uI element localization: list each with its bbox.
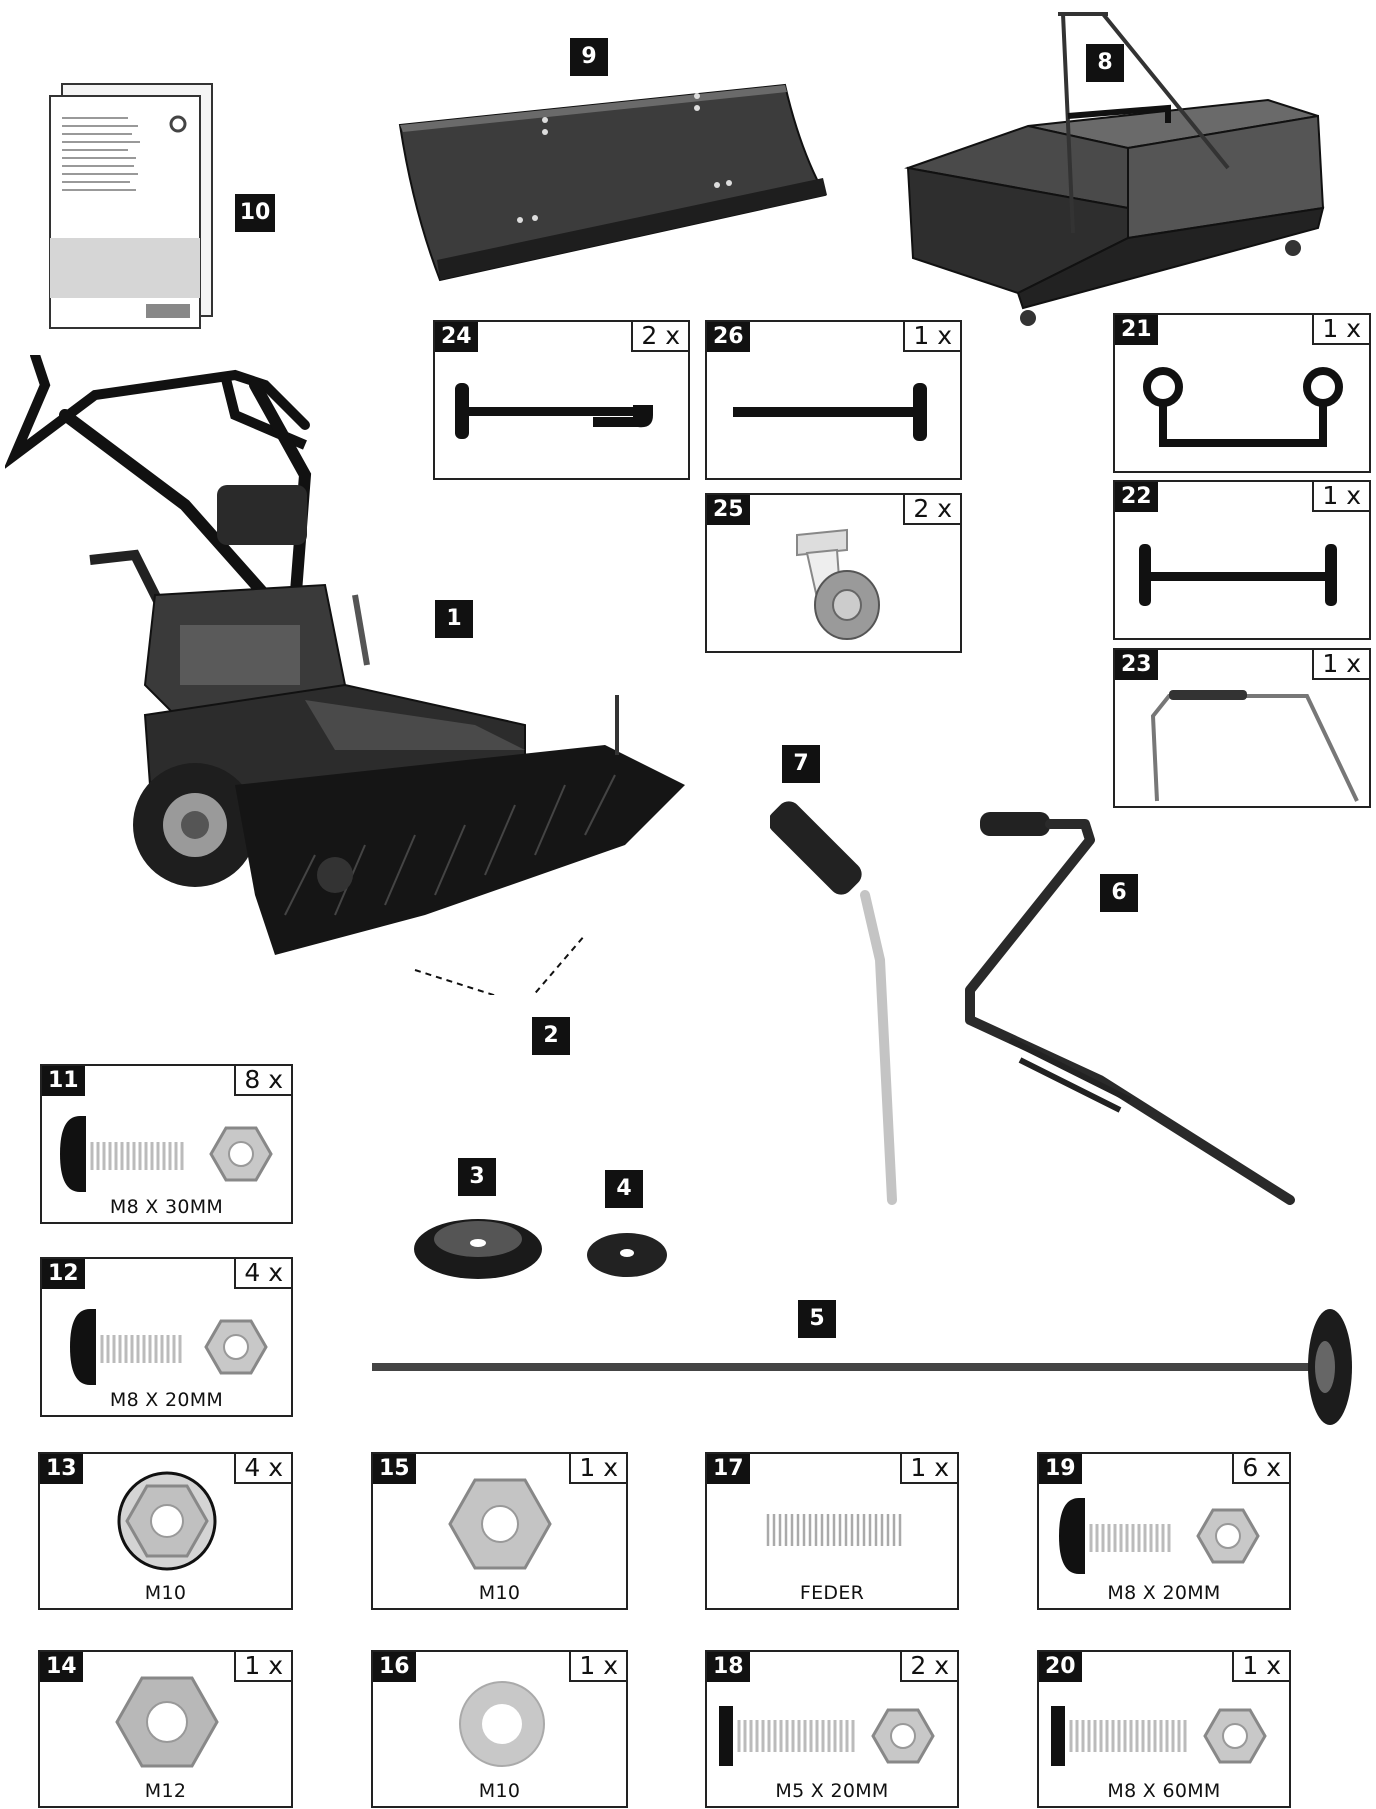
- part-18-quantity: 2 x: [900, 1652, 957, 1682]
- part-26-box: 26 1 x: [705, 320, 962, 480]
- part-17-quantity: 1 x: [900, 1454, 957, 1484]
- part-25-quantity: 2 x: [903, 495, 960, 525]
- part-14-quantity: 1 x: [234, 1652, 291, 1682]
- part-13-quantity: 4 x: [234, 1454, 291, 1484]
- part-25-number: 25: [707, 495, 750, 525]
- lever-handle-7: [770, 801, 897, 1205]
- part-16-size: M10: [478, 1780, 521, 1802]
- callout-5: 5: [798, 1300, 836, 1338]
- collector-box: [904, 12, 1325, 326]
- bolt-nut-18-icon: [719, 1706, 935, 1766]
- part-19-quantity: 6 x: [1232, 1454, 1289, 1484]
- callout-2: 2: [532, 1017, 570, 1055]
- bolt-nut-20-icon: [1051, 1706, 1267, 1766]
- part-21-box: 21 1 x: [1113, 313, 1371, 473]
- snow-blade: [398, 83, 827, 282]
- part-13-number: 13: [40, 1454, 83, 1484]
- part-12-quantity: 4 x: [234, 1259, 291, 1289]
- part-15-box: 15 1 x M10: [371, 1452, 628, 1610]
- bolt-nut-19-icon: [1059, 1498, 1260, 1574]
- part-12-size: M8 X 20MM: [109, 1389, 224, 1411]
- bracket-21-icon: [1143, 367, 1343, 447]
- spring-17-icon: [766, 1514, 902, 1546]
- hex-nut-14-icon: [115, 1676, 219, 1768]
- manual-illustration: [48, 82, 214, 332]
- part-15-quantity: 1 x: [569, 1454, 626, 1484]
- callout-8: 8: [1086, 44, 1124, 82]
- part-11-size: M8 X 30MM: [109, 1196, 224, 1218]
- part-23-box: 23 1 x: [1113, 648, 1371, 808]
- part-18-number: 18: [707, 1652, 750, 1682]
- part-24-number: 24: [435, 322, 478, 352]
- callout-1: 1: [435, 600, 473, 638]
- part-16-box: 16 1 x M10: [371, 1650, 628, 1808]
- callout-3: 3: [458, 1158, 496, 1196]
- part-24-box: 24 2 x: [433, 320, 690, 480]
- part-25-box: 25 2 x: [705, 493, 962, 653]
- part-22-quantity: 1 x: [1312, 482, 1369, 512]
- part-15-size: M10: [478, 1582, 521, 1604]
- bolt-nut-12-icon: [70, 1309, 268, 1385]
- part-11-box: 11 8 x M8 X 30MM: [40, 1064, 293, 1224]
- part-15-number: 15: [373, 1454, 416, 1484]
- handle-bar-23-icon: [1150, 690, 1359, 802]
- part-11-quantity: 8 x: [234, 1066, 291, 1096]
- washer-16-icon: [459, 1681, 545, 1767]
- sweeper-machine: [5, 355, 685, 995]
- part-20-quantity: 1 x: [1232, 1652, 1289, 1682]
- part-16-number: 16: [373, 1652, 416, 1682]
- part-23-quantity: 1 x: [1312, 650, 1369, 680]
- part-11-number: 11: [42, 1066, 85, 1096]
- part-21-quantity: 1 x: [1312, 315, 1369, 345]
- part-19-size: M8 X 20MM: [1107, 1582, 1221, 1604]
- axle-rod-5: [372, 1309, 1352, 1425]
- cup-washer-3: [414, 1219, 542, 1279]
- part-14-size: M12: [144, 1780, 187, 1802]
- callout-7: 7: [782, 745, 820, 783]
- flange-nut-13-icon: [117, 1471, 217, 1571]
- part-26-number: 26: [707, 322, 750, 352]
- part-14-box: 14 1 x M12: [38, 1650, 293, 1808]
- part-18-box: 18 2 x M5 X 20MM: [705, 1650, 959, 1808]
- part-20-box: 20 1 x M8 X 60MM: [1037, 1650, 1291, 1808]
- part-13-size: M10: [144, 1582, 187, 1604]
- part-18-size: M5 X 20MM: [775, 1780, 889, 1802]
- part-17-label: FEDER: [799, 1582, 865, 1604]
- washer-4: [587, 1233, 667, 1277]
- part-19-box: 19 6 x M8 X 20MM: [1037, 1452, 1291, 1610]
- callout-4: 4: [605, 1170, 643, 1208]
- part-20-size: M8 X 60MM: [1107, 1780, 1221, 1802]
- part-22-box: 22 1 x: [1113, 480, 1371, 640]
- part-22-number: 22: [1115, 482, 1158, 512]
- part-20-number: 20: [1039, 1652, 1082, 1682]
- part-24-quantity: 2 x: [631, 322, 688, 352]
- hex-nut-15-icon: [448, 1478, 552, 1570]
- part-21-number: 21: [1115, 315, 1158, 345]
- part-16-quantity: 1 x: [569, 1652, 626, 1682]
- pin-26-icon: [733, 383, 927, 441]
- bar-22-icon: [1139, 544, 1337, 606]
- part-12-number: 12: [42, 1259, 85, 1289]
- part-14-number: 14: [40, 1652, 83, 1682]
- crank-handle-6: [965, 812, 1295, 1205]
- caster-wheel-icon: [796, 528, 880, 640]
- part-13-box: 13 4 x M10: [38, 1452, 293, 1610]
- part-17-box: 17 1 x FEDER: [705, 1452, 959, 1610]
- callout-10: 10: [235, 194, 275, 232]
- bolt-nut-11-icon: [60, 1116, 273, 1192]
- part-12-box: 12 4 x M8 X 20MM: [40, 1257, 293, 1417]
- callout-6: 6: [1100, 874, 1138, 912]
- part-23-number: 23: [1115, 650, 1158, 680]
- part-19-number: 19: [1039, 1454, 1082, 1484]
- callout-9: 9: [570, 38, 608, 76]
- pin-24-icon: [455, 383, 653, 439]
- part-26-quantity: 1 x: [903, 322, 960, 352]
- part-17-number: 17: [707, 1454, 750, 1484]
